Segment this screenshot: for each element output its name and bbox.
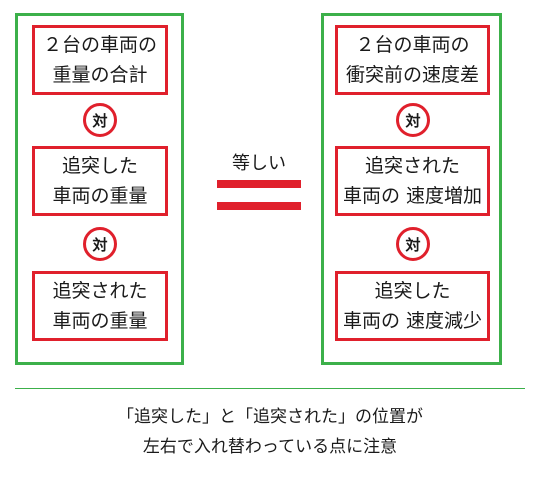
equals-bar-bottom (217, 202, 301, 210)
left-middle-box: 追突した 車両の重量 (32, 146, 168, 216)
left-connector-2: 対 (83, 227, 117, 261)
note-line-2: 左右で入れ替わっている点に注意 (142, 437, 398, 457)
right-top-line2: 衝突前の速度差 (345, 64, 479, 86)
left-middle-line1: 追突した (61, 155, 138, 177)
right-top-line1: ２台の車両の (355, 34, 470, 56)
divider-line (15, 388, 525, 389)
right-top-box: ２台の車両の 衝突前の速度差 (335, 25, 490, 95)
left-top-line1: ２台の車両の (42, 34, 157, 56)
left-top-line2: 重量の合計 (52, 64, 148, 86)
left-bottom-line1: 追突された (52, 280, 148, 302)
note-line-1: 「追突した」と「追突された」の位置が (117, 407, 423, 427)
right-panel (321, 13, 502, 365)
right-bottom-line2: 車両の 速度減少 (342, 310, 483, 332)
equals-label: 等しい (232, 153, 286, 174)
right-middle-line2: 車両の 速度増加 (342, 185, 483, 207)
left-panel (15, 13, 184, 365)
equals-bar-top (217, 180, 301, 188)
left-bottom-box: 追突された 車両の重量 (32, 271, 168, 341)
right-connector-2: 対 (396, 227, 430, 261)
right-middle-box: 追突された 車両の 速度増加 (335, 146, 490, 216)
left-bottom-line2: 車両の重量 (52, 310, 148, 332)
left-middle-line2: 車両の重量 (52, 185, 148, 207)
left-connector-1: 対 (83, 103, 117, 137)
right-middle-line1: 追突された (364, 155, 460, 177)
right-bottom-line1: 追突した (374, 280, 451, 302)
right-connector-1: 対 (396, 103, 430, 137)
right-bottom-box: 追突した 車両の 速度減少 (335, 271, 490, 341)
left-top-box: ２台の車両の 重量の合計 (32, 25, 168, 95)
